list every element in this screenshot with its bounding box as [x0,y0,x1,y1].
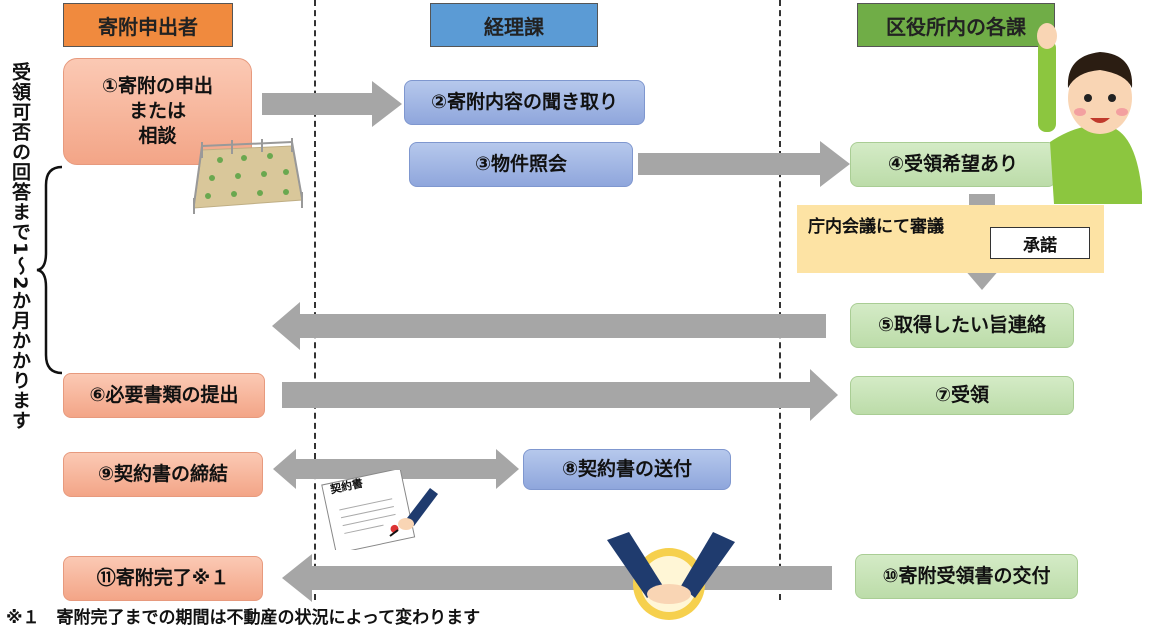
meeting-label: 庁内会議にて審議 [808,217,944,237]
header-donor: 寄附申出者 [63,3,233,47]
step-9-sign-contract: ⑨契約書の締結 [63,452,263,497]
arrow-3-to-4 [638,141,850,187]
contract-document-illustration [321,470,438,550]
lane-divider-1 [314,0,316,600]
arrow-1-to-2 [262,81,402,127]
footnote: ※１ 寄附完了までの期間は不動産の状況によって変わります [6,608,481,628]
duration-side-text: 受領可否の回答まで1～2か月かかります [9,62,31,431]
step-8-send-contract: ⑧契約書の送付 [523,449,731,490]
header-ward: 区役所内の各課 [857,3,1055,47]
land-illustration [193,138,303,214]
step-1-offer: ①寄附の申出 または 相談 [63,58,252,165]
person-raising-hand-illustration [1037,23,1142,204]
handshake-illustration [607,532,735,620]
header-accounting: 経理課 [430,3,598,47]
arrow-6-to-7 [282,369,838,421]
arrow-5-to-donor [272,302,826,350]
arrow-10-to-11 [282,554,832,602]
approval-box: 承諾 [990,227,1090,259]
step-6-documents: ⑥必要書類の提出 [63,373,265,418]
step-2-hearing: ②寄附内容の聞き取り [404,80,645,125]
lane-divider-2 [779,0,781,600]
curly-brace [36,165,63,375]
arrow-8-9-double [273,449,519,489]
step-4-wish: ④受領希望あり [850,142,1056,187]
step-7-receive: ⑦受領 [850,376,1074,415]
step-5-contact: ⑤取得したい旨連絡 [850,303,1074,348]
step-10-receipt: ⑩寄附受領書の交付 [855,554,1078,599]
step-11-complete: ⑪寄附完了※１ [63,556,263,601]
step-3-inquiry: ③物件照会 [409,142,633,187]
